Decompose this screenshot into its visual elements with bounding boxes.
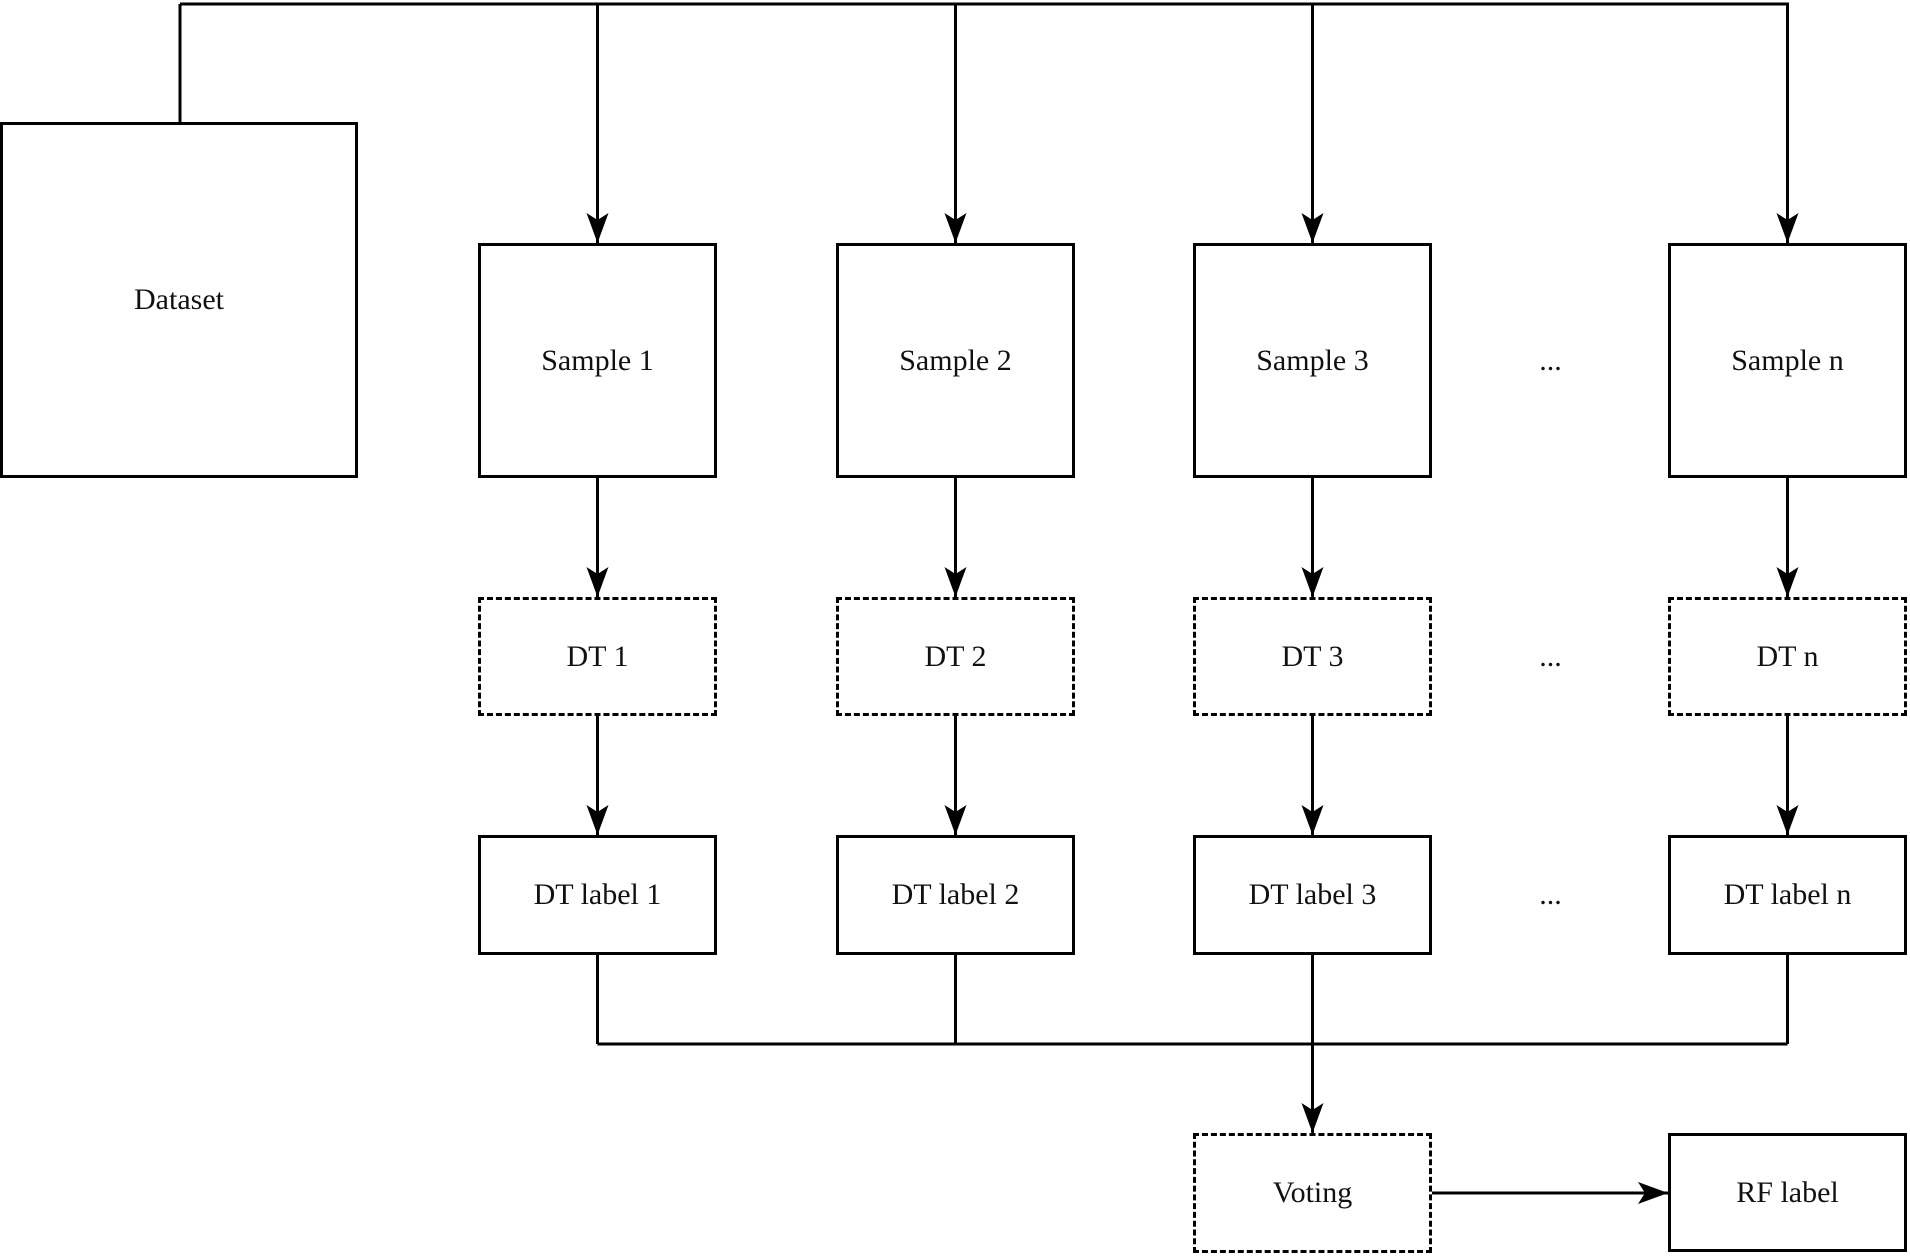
sample-3-box: Sample 3 bbox=[1193, 243, 1432, 478]
dt-n-label: DT n bbox=[1756, 639, 1819, 673]
sample-2-label: Sample 2 bbox=[899, 343, 1012, 377]
dataset-box: Dataset bbox=[0, 122, 358, 478]
dataset-label: Dataset bbox=[134, 283, 224, 316]
sample-3-label: Sample 3 bbox=[1256, 343, 1369, 377]
dt-label-2-text: DT label 2 bbox=[891, 878, 1020, 911]
dt-row-ellipsis: ... bbox=[1539, 639, 1562, 673]
sample-row-ellipsis: ... bbox=[1539, 343, 1562, 377]
sample-n-box: Sample n bbox=[1668, 243, 1907, 478]
dt-n-box: DT n bbox=[1668, 597, 1907, 716]
voting-box: Voting bbox=[1193, 1133, 1432, 1253]
dt-label-3-box: DT label 3 bbox=[1193, 835, 1432, 955]
dt-1-label: DT 1 bbox=[566, 639, 629, 673]
dt-3-label: DT 3 bbox=[1281, 639, 1344, 673]
dt-label-2-box: DT label 2 bbox=[836, 835, 1075, 955]
sample-1-box: Sample 1 bbox=[478, 243, 717, 478]
sample-2-box: Sample 2 bbox=[836, 243, 1075, 478]
dt-label-1-text: DT label 1 bbox=[533, 878, 662, 911]
dt-label-row-ellipsis: ... bbox=[1539, 878, 1562, 911]
dt-1-box: DT 1 bbox=[478, 597, 717, 716]
dt-label-n-text: DT label n bbox=[1723, 878, 1852, 911]
voting-label: Voting bbox=[1272, 1176, 1353, 1209]
dt-3-box: DT 3 bbox=[1193, 597, 1432, 716]
sample-n-label: Sample n bbox=[1731, 343, 1844, 377]
dt-label-n-box: DT label n bbox=[1668, 835, 1907, 955]
dt-label-1-box: DT label 1 bbox=[478, 835, 717, 955]
dt-2-box: DT 2 bbox=[836, 597, 1075, 716]
rf-label-text: RF label bbox=[1736, 1175, 1839, 1209]
sample-1-label: Sample 1 bbox=[541, 343, 654, 377]
rf-label-box: RF label bbox=[1668, 1133, 1907, 1252]
dt-label-3-text: DT label 3 bbox=[1248, 878, 1377, 911]
dt-2-label: DT 2 bbox=[924, 639, 987, 673]
